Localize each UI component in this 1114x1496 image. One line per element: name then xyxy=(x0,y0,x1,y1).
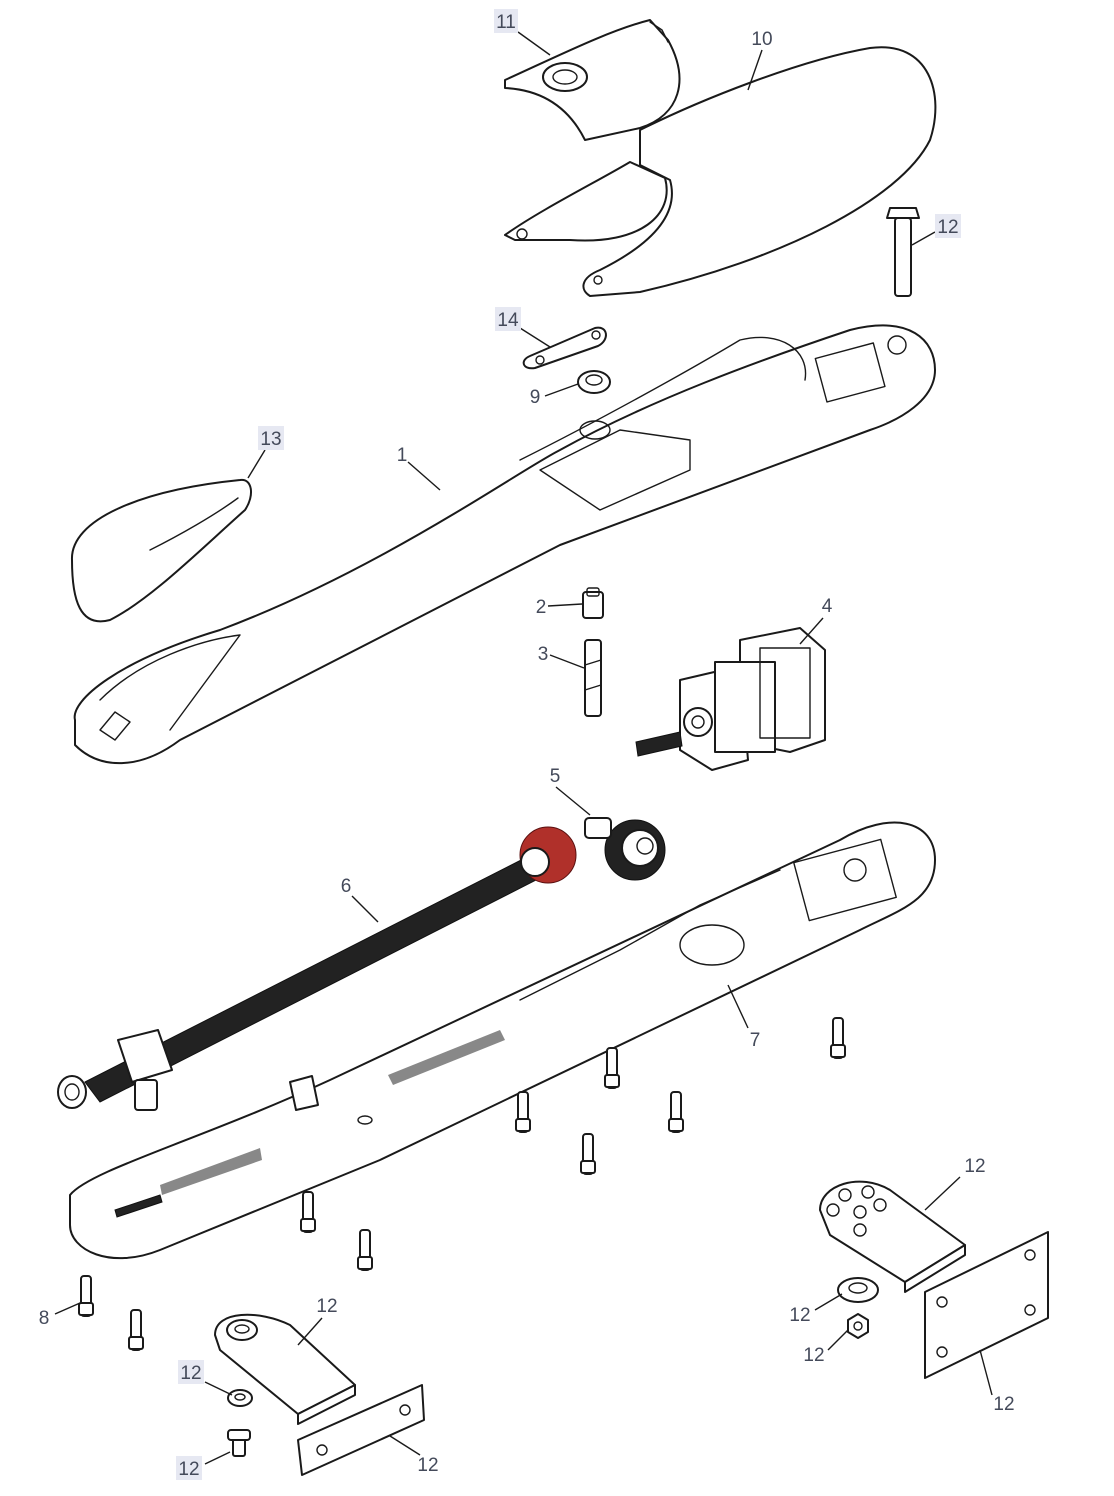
callout-12: 12 xyxy=(993,1394,1014,1415)
part-12-right-bracket xyxy=(819,1180,966,1293)
callout-labels: 11 10 12 14 9 13 1 2 4 3 xyxy=(39,9,1015,1480)
screw xyxy=(357,1229,373,1271)
part-12-right-plate xyxy=(924,1231,1049,1379)
screw xyxy=(515,1091,531,1133)
svg-text:7: 7 xyxy=(750,1030,761,1051)
svg-text:12: 12 xyxy=(417,1455,438,1476)
callout-12: 12 xyxy=(176,1456,202,1480)
part-10-top-cover xyxy=(504,46,937,297)
callout-12: 12 xyxy=(178,1360,204,1384)
screw xyxy=(830,1017,846,1059)
callout-11: 11 xyxy=(494,9,518,33)
part-5-gear-assembly xyxy=(584,817,666,881)
svg-text:5: 5 xyxy=(550,766,561,787)
part-13-side-cover xyxy=(70,478,252,623)
svg-text:11: 11 xyxy=(496,12,516,33)
part-12-left-bracket xyxy=(214,1313,356,1425)
leader-lines xyxy=(54,31,993,1465)
part-4-motor xyxy=(635,627,826,771)
svg-text:3: 3 xyxy=(538,644,549,665)
svg-text:12: 12 xyxy=(178,1459,199,1480)
callout-12: 12 xyxy=(964,1156,985,1177)
svg-text:12: 12 xyxy=(964,1156,985,1177)
callout-5: 5 xyxy=(550,766,561,787)
callout-9: 9 xyxy=(530,387,541,408)
svg-text:13: 13 xyxy=(260,429,281,450)
callout-10: 10 xyxy=(751,29,772,50)
part-12-right-washer xyxy=(837,1277,879,1303)
svg-text:12: 12 xyxy=(993,1394,1014,1415)
part-12-right-nut xyxy=(847,1313,869,1339)
part-12-left-washer xyxy=(227,1389,253,1407)
part-6-lead-screw xyxy=(57,826,577,1111)
svg-text:12: 12 xyxy=(803,1345,824,1366)
part-12-bolt-long xyxy=(886,207,920,297)
callout-13: 13 xyxy=(258,426,284,450)
svg-text:12: 12 xyxy=(789,1305,810,1326)
svg-text:10: 10 xyxy=(751,29,772,50)
screw xyxy=(668,1091,684,1133)
svg-text:8: 8 xyxy=(39,1308,50,1329)
part-9-bearing xyxy=(577,370,611,394)
callout-12: 12 xyxy=(789,1305,810,1326)
callout-14: 14 xyxy=(495,307,521,331)
svg-text:12: 12 xyxy=(937,217,958,238)
callout-1: 1 xyxy=(397,445,408,466)
screws xyxy=(78,1017,846,1351)
part-11-cover-cap xyxy=(504,19,681,141)
screw xyxy=(300,1191,316,1233)
part-3-shaft xyxy=(584,639,602,717)
part-12-left-plate xyxy=(297,1384,425,1476)
svg-text:1: 1 xyxy=(397,445,408,466)
svg-text:9: 9 xyxy=(530,387,541,408)
screw xyxy=(580,1133,596,1175)
callout-12: 12 xyxy=(417,1455,438,1476)
screw xyxy=(128,1309,144,1351)
callout-6: 6 xyxy=(341,876,352,897)
callout-12: 12 xyxy=(803,1345,824,1366)
part-1-upper-housing xyxy=(73,324,936,765)
callout-12: 12 xyxy=(935,214,961,238)
screw xyxy=(604,1047,620,1089)
part-7-lower-housing xyxy=(69,821,936,1260)
part-12-left-bolt xyxy=(227,1429,251,1457)
svg-text:12: 12 xyxy=(180,1363,201,1384)
part-2-coupling xyxy=(582,587,604,619)
svg-text:4: 4 xyxy=(822,596,833,617)
part-14-link-plate xyxy=(522,326,607,370)
callout-12: 12 xyxy=(316,1296,337,1317)
svg-text:2: 2 xyxy=(536,597,547,618)
callout-3: 3 xyxy=(538,644,549,665)
callout-2: 2 xyxy=(536,597,547,618)
callout-8: 8 xyxy=(39,1308,50,1329)
callout-4: 4 xyxy=(822,596,833,617)
svg-text:6: 6 xyxy=(341,876,352,897)
svg-text:12: 12 xyxy=(316,1296,337,1317)
svg-text:14: 14 xyxy=(497,310,519,331)
callout-7: 7 xyxy=(750,1030,761,1051)
part-8-screw xyxy=(78,1275,94,1317)
